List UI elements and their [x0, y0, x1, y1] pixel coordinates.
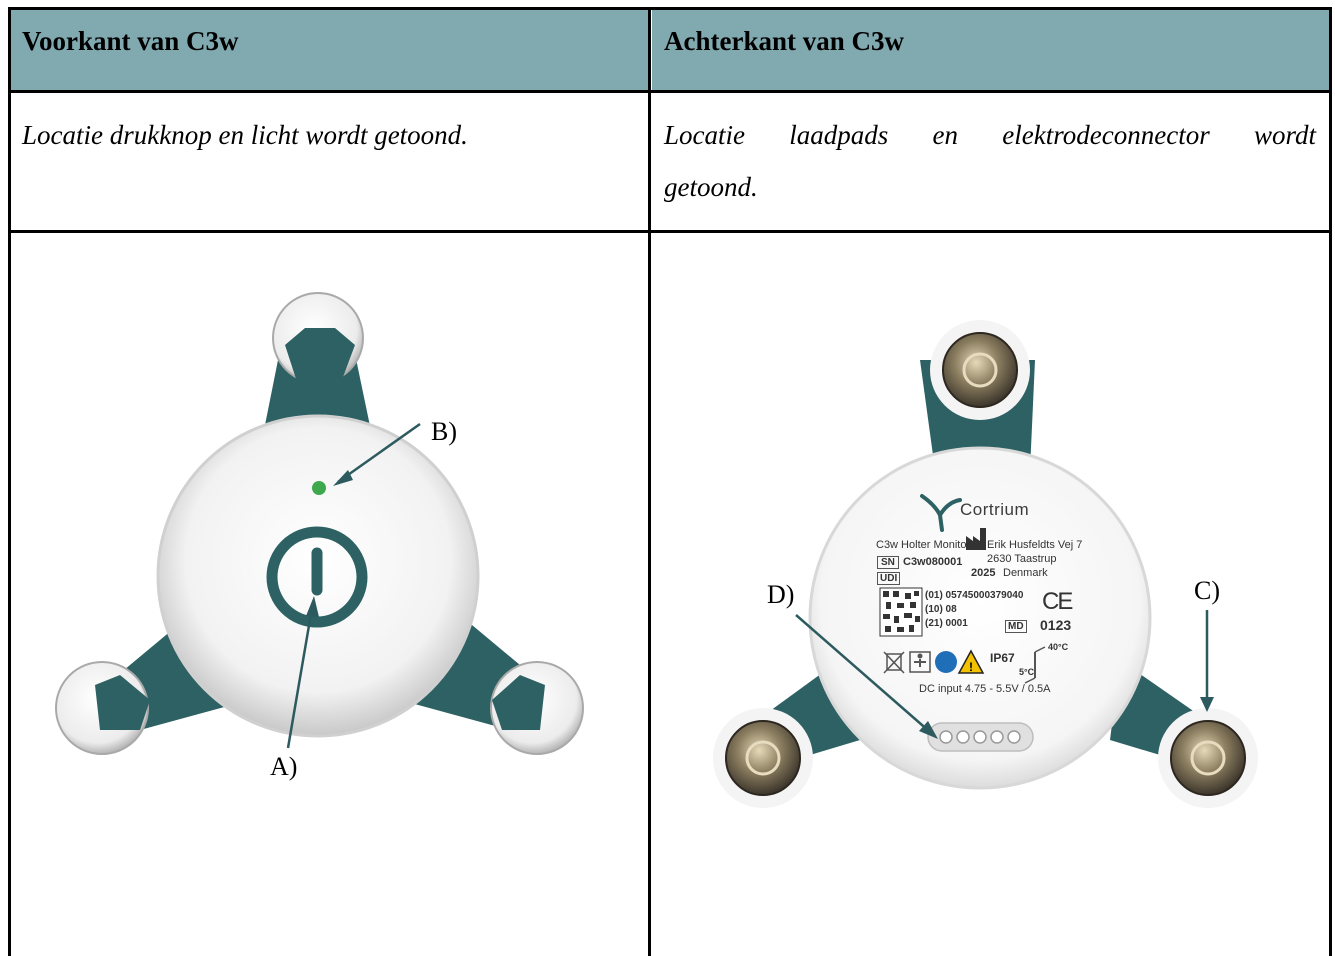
callout-a: A) — [270, 752, 298, 781]
front-device-image — [55, 292, 584, 755]
callout-c: C) — [1194, 576, 1220, 605]
manufacturer-address1: Erik Husfeldts Vej 7 — [987, 539, 1083, 551]
instructions-icon — [935, 651, 957, 673]
table-border-top — [8, 7, 1332, 10]
back-description-line2: getoond. — [664, 172, 758, 202]
manufacture-year: 2025 — [971, 567, 996, 579]
header-cell-back — [652, 9, 1329, 90]
led-light — [312, 481, 326, 495]
ce-mark: CE — [1042, 588, 1073, 615]
udi-line-3: (21) 0001 — [925, 618, 968, 629]
connector-pins — [939, 730, 1021, 744]
power-button — [266, 526, 368, 628]
udi-line-1: (01) 05745000379040 — [925, 590, 1024, 601]
md-tag: MD — [1005, 620, 1027, 633]
temperature-limit-icon — [1024, 646, 1046, 684]
header-front-title: Voorkant van C3w — [22, 26, 239, 56]
weee-icon — [883, 651, 905, 674]
back-snap-left — [725, 720, 801, 796]
svg-text:!: ! — [969, 660, 973, 674]
sn-tag: SN — [877, 556, 899, 569]
cortrium-logo-icon — [920, 494, 962, 532]
header-cell-front — [10, 9, 649, 90]
product-name: C3w Holter Monitor — [876, 539, 971, 551]
temp-low: 5°C — [1019, 667, 1035, 677]
udi-tag: UDI — [877, 572, 901, 585]
notified-body-number: 0123 — [1040, 617, 1072, 633]
arrow-b — [337, 422, 421, 484]
table-divider-desc — [8, 230, 1332, 233]
front-description: Locatie drukknop en licht wordt getoond. — [22, 120, 468, 150]
back-device-image: ! — [713, 320, 1258, 808]
brand-name: Cortrium — [960, 500, 1030, 519]
arrow-a — [286, 607, 314, 749]
manufacturer-icon — [966, 528, 986, 550]
arrow-d — [795, 614, 931, 733]
table-divider-middle — [648, 7, 651, 956]
temp-high: 40°C — [1048, 642, 1069, 652]
back-snap-right — [1170, 720, 1246, 796]
callout-b: B) — [431, 417, 457, 446]
ip-rating: IP67 — [990, 651, 1015, 665]
back-snap-top — [942, 332, 1018, 408]
table-border-left — [8, 7, 11, 956]
table-border-right — [1329, 7, 1332, 956]
header-back-title: Achterkant van C3w — [664, 26, 904, 56]
table-divider-header — [8, 90, 1332, 93]
callout-d: D) — [767, 580, 795, 609]
serial-number: C3w080001 — [903, 556, 963, 568]
dc-input: DC input 4.75 - 5.5V / 0.5A — [919, 683, 1051, 695]
udi-datamatrix-icon — [879, 587, 923, 637]
back-description-line1: Locatie laadpads en elektrodeconnector w… — [664, 120, 1316, 150]
udi-line-2: (10) 08 — [925, 604, 957, 615]
manufacturer-address2: 2630 Taastrup — [987, 553, 1057, 565]
bf-applied-part-icon — [909, 651, 931, 673]
manufacture-country: Denmark — [1003, 567, 1048, 579]
warning-icon — [957, 649, 985, 674]
